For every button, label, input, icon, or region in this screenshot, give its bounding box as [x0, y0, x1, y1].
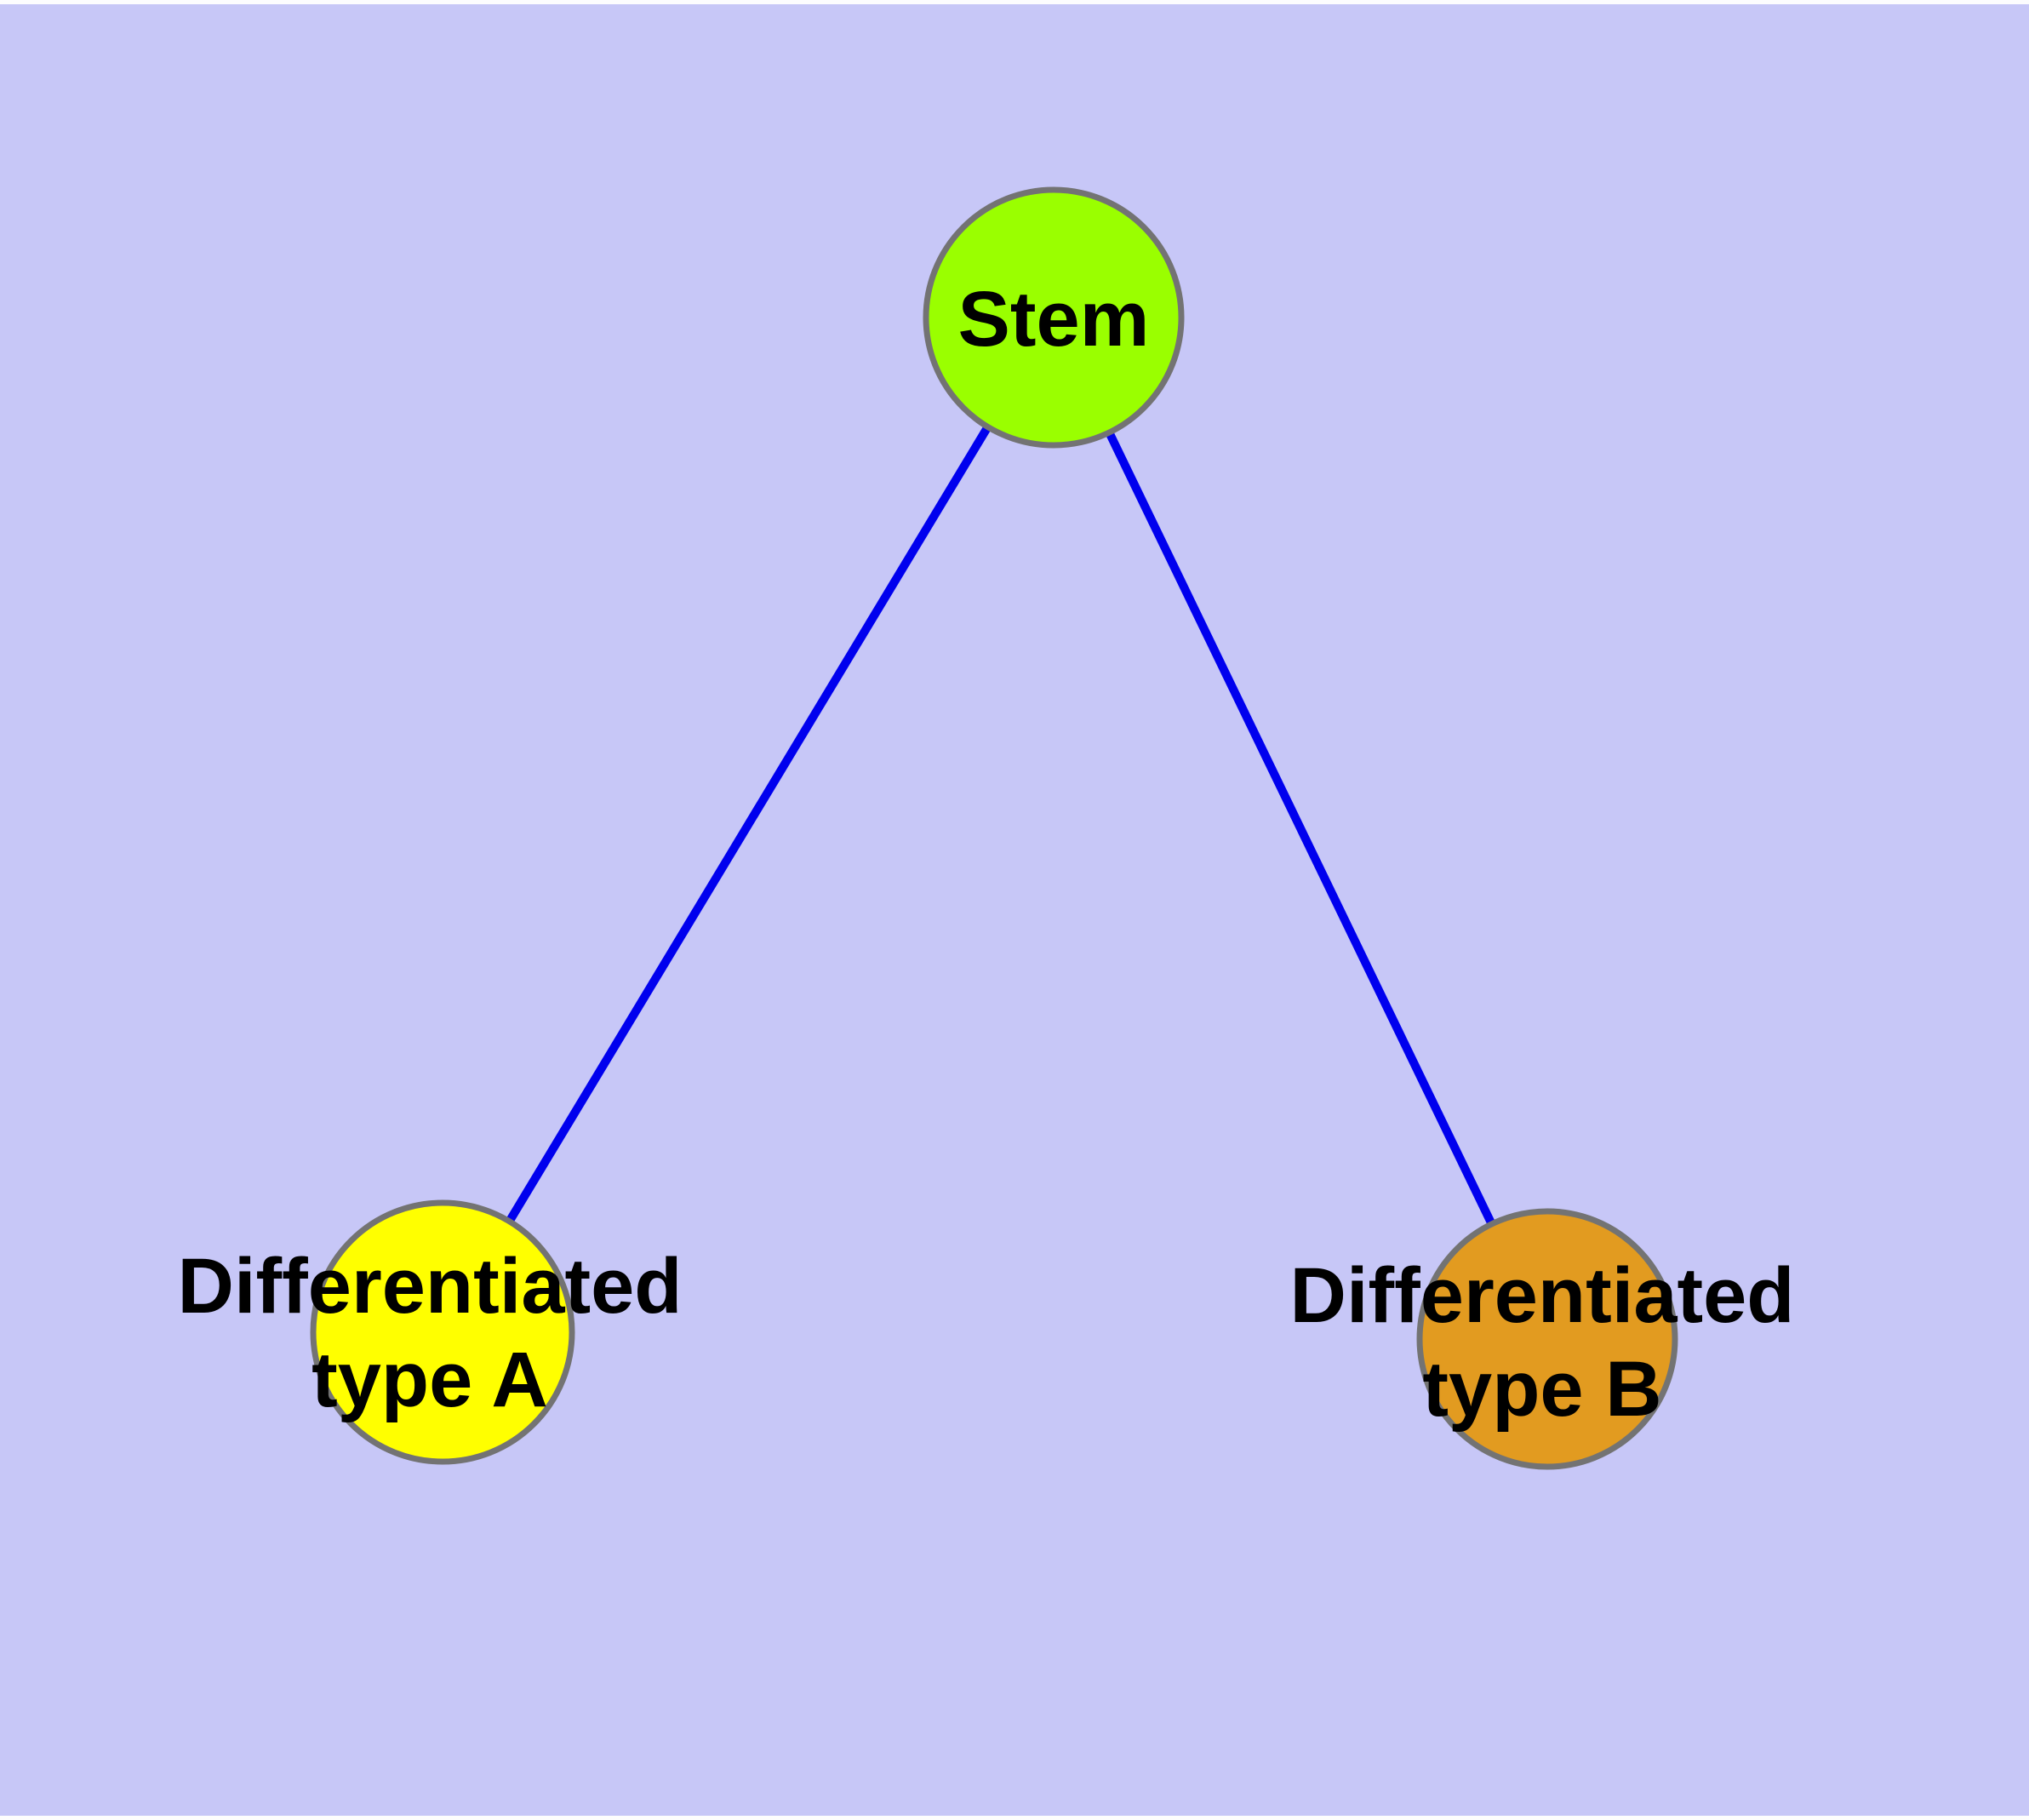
node-type-a-label: Differentiated type A — [178, 1239, 683, 1427]
top-edge-strip — [0, 0, 2029, 4]
edge-stem-to-type-b — [1049, 315, 1552, 1342]
node-type-b-label: Differentiated type B — [1290, 1249, 1795, 1436]
node-type-b-circle[interactable] — [1416, 1208, 1678, 1470]
node-type-a-circle[interactable] — [310, 1199, 575, 1465]
node-stem-circle[interactable] — [923, 186, 1185, 449]
node-type-b-label-line1: Differentiated — [1289, 1252, 1795, 1339]
edge-stem-to-type-a — [438, 315, 1058, 1335]
bottom-edge-strip — [0, 1816, 2029, 1820]
node-type-a-label-line1: Differentiated — [177, 1243, 683, 1330]
node-stem-label: Stem — [957, 276, 1150, 363]
node-type-b-label-line2: type B — [1422, 1346, 1662, 1433]
node-type-a-label-line2: type A — [311, 1336, 548, 1423]
